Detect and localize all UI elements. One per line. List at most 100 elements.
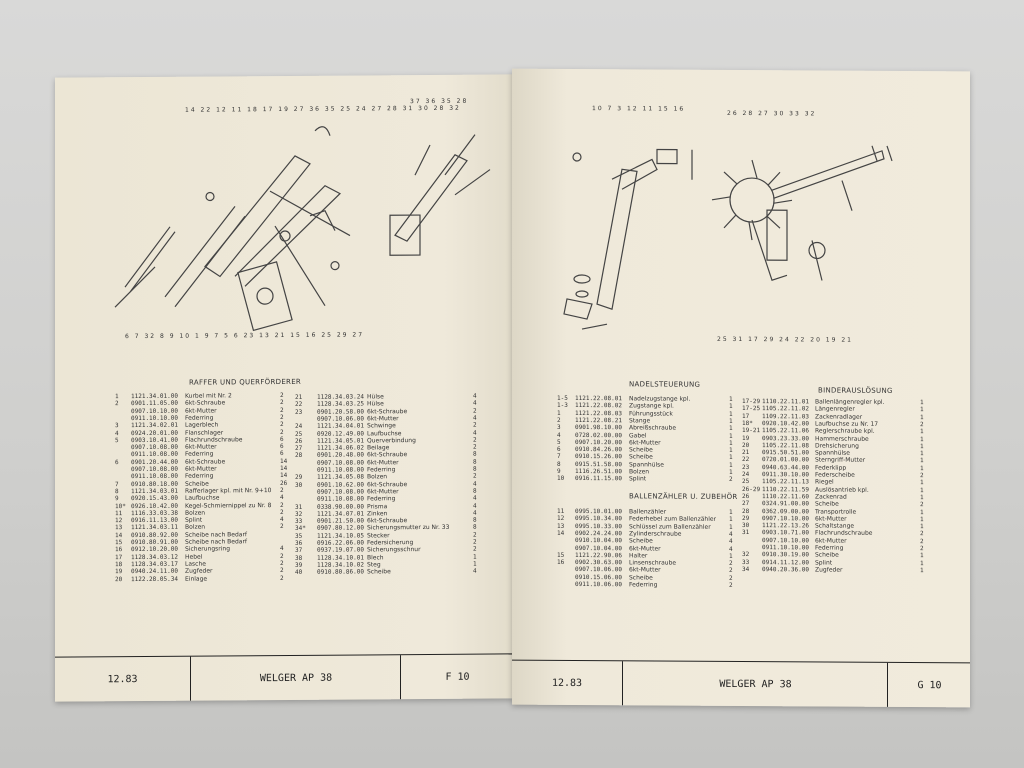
part-number: 1121.22.90.06 — [575, 551, 622, 560]
part-description: Transportrolle — [815, 507, 857, 516]
part-description: 6kt-Mutter — [185, 407, 217, 415]
part-position: 37 — [295, 547, 303, 555]
part-quantity: 6 — [280, 435, 284, 443]
part-description: Blech — [367, 553, 384, 562]
part-position: 32 — [742, 551, 750, 559]
part-description: Stecker — [367, 531, 390, 540]
page-footer: 12.83 WELGER AP 38 F 10 — [55, 653, 514, 702]
part-position: 32 — [295, 510, 303, 518]
part-position: 16 — [115, 546, 123, 554]
part-number: 0902.30.63.00 — [575, 559, 622, 567]
part-quantity: 1 — [920, 399, 924, 407]
part-description: 6kt-Mutter — [367, 415, 399, 423]
part-number: 1121.34.07.01 — [317, 510, 364, 518]
part-quantity: 1 — [729, 395, 733, 403]
part-number: 0920.12.49.00 — [317, 429, 364, 438]
part-description: Zugfeder — [815, 566, 843, 574]
part-position: 25 — [742, 478, 750, 486]
part-number: 0910.84.26.00 — [575, 446, 622, 454]
part-number: 1121.22.08.21 — [575, 416, 622, 425]
part-number: 1121.34.05.01 — [317, 437, 364, 445]
part-position: 14 — [557, 529, 565, 537]
part-quantity: 2 — [473, 545, 477, 553]
part-position: 8 — [557, 460, 561, 468]
footer-model: WELGER AP 38 — [190, 655, 401, 701]
part-position: 22 — [295, 401, 303, 409]
part-position: 24 — [295, 423, 303, 431]
part-quantity: 2 — [920, 472, 924, 480]
part-number: 0910.30.19.00 — [762, 551, 809, 559]
part-number: 1128.34.03.25 — [317, 400, 364, 409]
part-number: 0910.10.04.00 — [575, 537, 622, 545]
part-description: Sicherungsmutter zu Nr. 33 — [367, 524, 450, 532]
part-number: 1121.34.06.02 — [317, 444, 364, 452]
part-number: 0338.90.00.00 — [317, 502, 364, 511]
exploded-diagram-nadelsteuerung — [563, 145, 893, 330]
part-description: Sicherungsring — [185, 545, 231, 553]
part-number: 0901.20.44.00 — [131, 458, 178, 466]
part-number: 0916.11.13.00 — [131, 516, 178, 525]
part-number: 0916.11.15.00 — [575, 475, 622, 483]
part-description: Hülse — [367, 400, 384, 408]
part-quantity: 1 — [920, 464, 924, 472]
part-number: 0916.22.06.00 — [317, 539, 364, 547]
part-position: 17 — [742, 412, 750, 420]
part-position: 33 — [742, 558, 750, 566]
part-position: 31 — [742, 529, 750, 537]
part-quantity: 2 — [280, 567, 284, 575]
part-number: 1121.34.04.01 — [317, 422, 364, 430]
part-position: 40 — [295, 569, 303, 577]
part-quantity: 2 — [729, 560, 733, 568]
part-quantity: 1 — [920, 413, 924, 421]
part-quantity: 4 — [473, 494, 477, 502]
part-position: 17-25 — [742, 405, 761, 413]
part-description: Bolzen — [367, 473, 388, 481]
part-quantity: 2 — [473, 538, 477, 546]
part-number: 0324.91.00.00 — [762, 500, 809, 508]
part-number: 1128.34.03.24 — [317, 393, 364, 401]
part-description: 6kt-Mutter — [367, 458, 399, 467]
part-number: 0901.98.10.00 — [575, 424, 622, 432]
part-number: 0907.80.12.00 — [317, 524, 364, 533]
part-number: 0901.10.62.00 — [317, 481, 364, 489]
part-number: 0912.10.20.00 — [131, 546, 178, 554]
part-description: Sterngriff-Mutter — [815, 456, 866, 465]
part-position: 33 — [295, 517, 303, 526]
part-number: 0907.10.06.00 — [317, 415, 364, 423]
part-description: Federklipp — [815, 464, 847, 472]
part-position: 39 — [295, 561, 303, 569]
diagram-callouts: 10 7 3 12 11 15 16 — [592, 105, 686, 113]
part-quantity: 14 — [280, 472, 288, 480]
part-position: 34* — [295, 525, 306, 533]
part-number: 0901.11.05.00 — [131, 400, 178, 408]
part-number: 1121.34.02.01 — [131, 421, 178, 430]
part-description: Bolzen — [185, 523, 206, 532]
part-quantity: 2 — [473, 421, 477, 429]
part-quantity: 4 — [473, 429, 477, 437]
part-description: Laufbuchse zu Nr. 17 — [815, 420, 879, 428]
section-title: BALLENZÄHLER U. ZUBEHÖR — [629, 492, 738, 501]
part-number: 0920.15.43.00 — [131, 494, 178, 503]
part-quantity: 8 — [473, 451, 477, 459]
part-position: 9 — [115, 495, 119, 503]
part-number: 0995.10.34.00 — [575, 515, 622, 523]
part-position: 17-29 — [742, 398, 761, 406]
part-position: 9 — [557, 467, 561, 475]
part-quantity: 1 — [729, 403, 733, 411]
part-number: 0907.10.08.00 — [131, 465, 178, 474]
part-description: Laufbuchse — [185, 494, 220, 502]
part-number: 0995.10.33.00 — [575, 522, 622, 530]
part-quantity: 2 — [280, 428, 284, 436]
part-position: 6 — [115, 458, 119, 466]
section-title: NADELSTEUERUNG — [629, 380, 701, 389]
part-quantity: 2 — [729, 581, 733, 589]
part-number: 0901.20.48.00 — [317, 451, 364, 460]
part-quantity: 1 — [920, 515, 924, 523]
part-number: 1110.22.11.59 — [762, 485, 809, 494]
part-number: 0911.10.10.00 — [131, 414, 178, 422]
part-quantity: 8 — [473, 458, 477, 466]
part-number: 1105.22.11.02 — [762, 405, 809, 413]
part-quantity: 4 — [280, 516, 284, 524]
part-quantity: 1 — [729, 552, 733, 560]
